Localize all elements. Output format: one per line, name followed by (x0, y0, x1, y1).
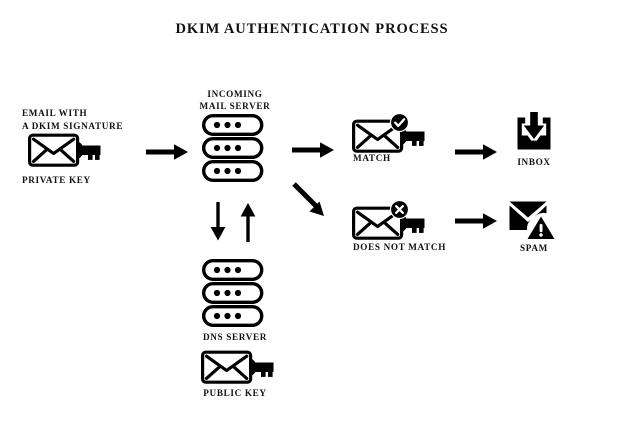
arrow-mailserver-to-dns (208, 202, 228, 242)
arrow-mailserver-to-doesnotmatch (292, 182, 332, 222)
envelope-with-key-icon-public (201, 350, 279, 384)
arrow-doesnotmatch-to-spam (455, 211, 499, 231)
arrow-mailserver-to-match (292, 140, 336, 160)
arrow-dns-to-mailserver (238, 202, 258, 242)
inbox-caption: INBOX (517, 157, 551, 167)
dns-server-caption: DNS SERVER (202, 332, 268, 342)
server-stack-icon-dns (202, 259, 264, 328)
server-stack-icon-incoming (202, 114, 264, 183)
spam-caption: SPAM (520, 243, 548, 253)
envelope-with-key-icon (28, 133, 106, 167)
envelope-warning-icon (508, 199, 556, 241)
incoming-mail-server-label-line2: MAIL SERVER (199, 101, 271, 111)
incoming-mail-server-label-line1: INCOMING (207, 89, 263, 99)
email-signature-label-line1: EMAIL WITH (22, 108, 88, 118)
arrow-match-to-inbox (455, 142, 499, 162)
email-signature-label-line2: A DKIM SIGNATURE (22, 121, 124, 131)
does-not-match-caption: DOES NOT MATCH (353, 242, 446, 252)
check-badge-icon (389, 112, 410, 133)
private-key-caption: PRIVATE KEY (22, 175, 91, 185)
page-title: DKIM AUTHENTICATION PROCESS (175, 21, 449, 37)
match-caption: MATCH (353, 153, 391, 163)
cross-badge-icon (389, 199, 410, 220)
public-key-caption: PUBLIC KEY (203, 388, 267, 398)
arrow-email-to-mailserver (146, 142, 190, 162)
envelope-key-cross-icon (352, 199, 430, 240)
envelope-key-check-icon (352, 112, 430, 153)
inbox-tray-download-icon (512, 111, 556, 155)
